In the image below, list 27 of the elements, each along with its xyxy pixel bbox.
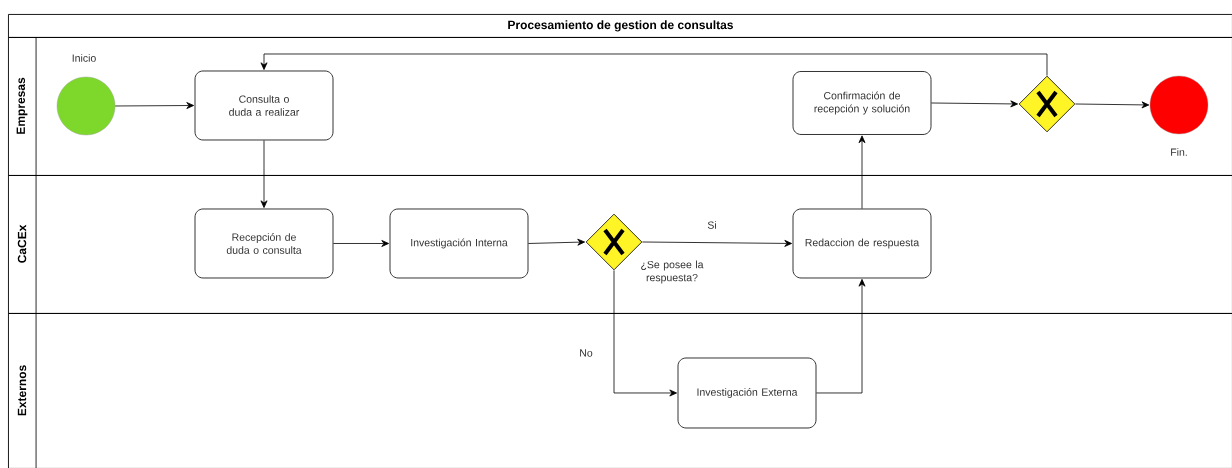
task-box: Redaccion de respuesta [792,208,932,279]
pool-header: Procesamiento de gestion de consultas [8,14,1232,38]
event-label: Inicio [72,54,96,62]
arrow [260,140,268,208]
arrow [333,240,390,247]
gateway-diamond [1018,75,1076,133]
arrow [528,238,585,246]
task-box: Consulta o duda a realizar [194,70,334,141]
event-circle [1149,75,1209,135]
edge-label: No [580,349,593,357]
gateway-diamond [585,213,643,271]
edge-label: Si [707,221,716,229]
arrow [642,239,792,247]
event-label: Fin. [1171,148,1187,156]
task-box: Recepción de duda o consulta [194,208,334,279]
event-label: ¿Se posee la respuesta? [641,260,704,284]
arrow [816,278,866,394]
task-box: Confirmación de recepción y solución [792,71,932,135]
task-box: Investigación Interna [389,208,529,279]
event-circle [56,76,116,136]
arrow [858,135,866,209]
arrow [114,102,195,109]
arrow [613,270,677,397]
arrow [931,100,1018,108]
arrow [1075,101,1150,109]
task-box: Investigación Externa [677,357,817,429]
arrow [260,53,1048,76]
